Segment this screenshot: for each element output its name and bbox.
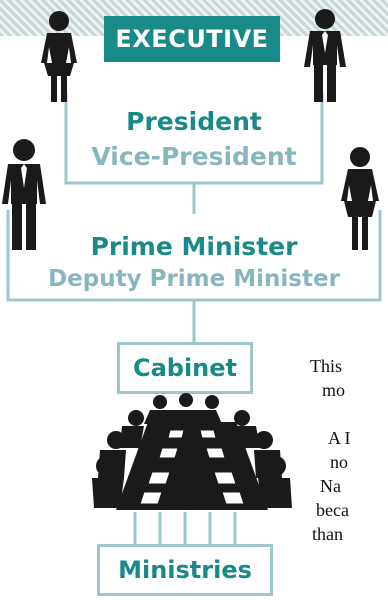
side-text-line-5: Na	[320, 476, 341, 496]
side-text-line-4: no	[330, 452, 348, 472]
woman-figure-icon	[341, 147, 379, 250]
side-text-line-2: mo	[322, 380, 346, 400]
side-text-line-6: beca	[316, 500, 349, 520]
side-text-line-3: A I	[328, 428, 351, 448]
prime-minister-label: Prime Minister	[90, 232, 298, 261]
side-text-line-1: This	[310, 356, 343, 376]
cabinet-meeting-icon	[92, 393, 292, 510]
cabinet-label: Cabinet	[117, 342, 253, 394]
vice-president-label: Vice-President	[91, 142, 297, 171]
man-figure-icon	[2, 139, 46, 250]
president-label: President	[126, 107, 262, 136]
deputy-prime-minister-label: Deputy Prime Minister	[48, 266, 340, 292]
executive-title: EXECUTIVE	[104, 16, 280, 62]
side-text-line-7: than	[312, 524, 343, 544]
ministries-label: Ministries	[97, 544, 273, 596]
man-figure-icon	[304, 9, 346, 102]
woman-figure-icon	[41, 11, 77, 102]
